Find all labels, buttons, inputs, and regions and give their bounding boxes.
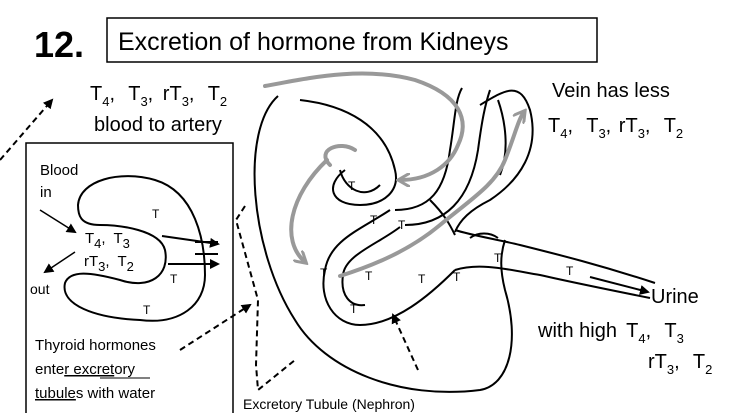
svg-text:T4, T3: T4, T3 (85, 230, 130, 251)
svg-text:with high T4, T3: with high T4, T3 (537, 320, 684, 346)
svg-text:T: T (398, 218, 406, 232)
svg-text:tubules with water: tubules with water (35, 385, 155, 402)
svg-text:out: out (30, 281, 50, 297)
svg-text:rT3, T2: rT3, T2 (84, 253, 134, 274)
page-title: Excretion of hormone from Kidneys (118, 28, 508, 56)
svg-text:T: T (143, 303, 151, 317)
svg-text:T: T (566, 264, 574, 278)
thyroid-inset: Blood in out T4, T3 rT3, T2 T T T Thyroi… (30, 162, 218, 402)
svg-text:T: T (418, 272, 426, 286)
svg-text:T: T (365, 269, 373, 283)
svg-text:Vein has less: Vein has less (552, 80, 670, 102)
svg-text:T: T (152, 207, 160, 221)
svg-text:Blood: Blood (40, 162, 78, 179)
svg-text:in: in (40, 184, 52, 201)
nephron-caption: Excretory Tubule (Nephron) (243, 396, 415, 412)
svg-text:Thyroid hormones: Thyroid hormones (35, 337, 156, 354)
diagram-number: 12. (34, 24, 84, 65)
vein-label: Vein has less T4, T3, rT3, T2 (548, 80, 683, 141)
urine-hormones: with high T4, T3 rT3, T2 (537, 320, 712, 377)
svg-text:T: T (453, 270, 461, 284)
dashed-arrow-caption (393, 315, 418, 370)
svg-text:T4, T3, rT3,: T4, T3, rT3, T2 (90, 83, 227, 109)
svg-text:T: T (370, 213, 378, 227)
nephron-t-labels: T T T T T T T T T T (320, 179, 574, 316)
svg-text:enter excretory: enter excretory (35, 361, 136, 378)
svg-text:T: T (320, 266, 328, 280)
svg-text:T: T (170, 272, 178, 286)
svg-text:T: T (494, 251, 502, 265)
top-left-hormones: T4, T3, rT3, T2 blood to artery (90, 83, 227, 136)
blood-to-artery-label: blood to artery (94, 114, 222, 136)
urine-label: Urine (651, 286, 699, 308)
svg-text:T: T (350, 302, 358, 316)
svg-text:T4, T3, rT3,: T4, T3, rT3, T2 (548, 115, 683, 141)
svg-text:T: T (348, 179, 356, 193)
svg-text:rT3, T2: rT3, T2 (648, 351, 712, 377)
dashed-bracket (236, 206, 295, 390)
urine-arrow (590, 277, 648, 292)
dashed-arrow-inset (180, 305, 250, 350)
